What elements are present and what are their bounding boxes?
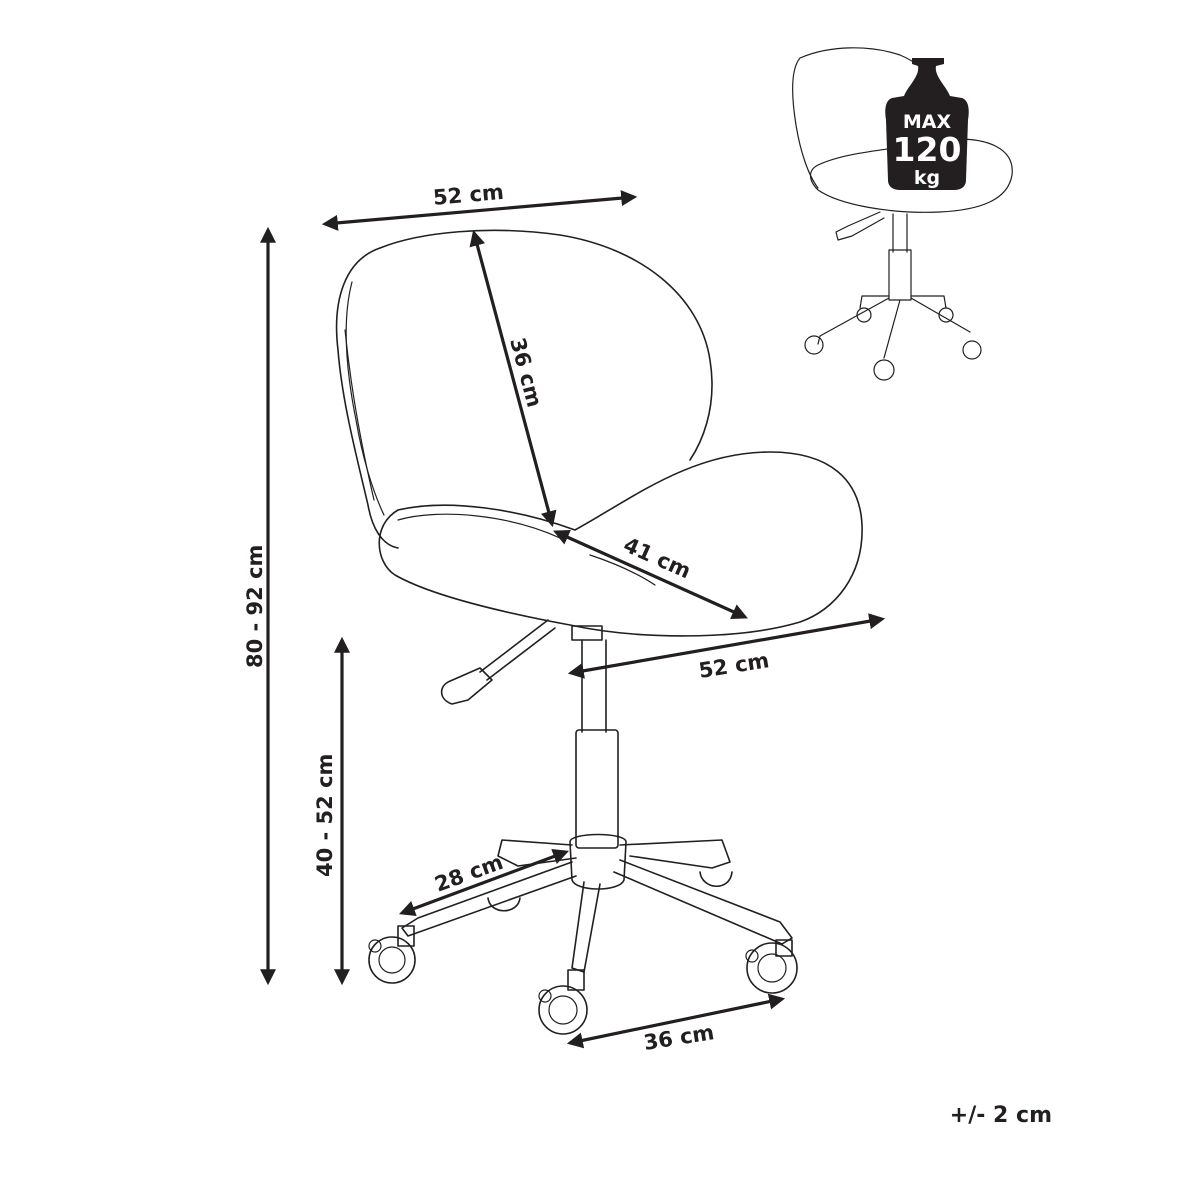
tolerance-note: +/- 2 cm	[950, 1103, 1052, 1128]
label-seat-width: 52 cm	[697, 648, 771, 683]
weight-label-unit: kg	[914, 167, 940, 189]
mini-column	[888, 213, 912, 301]
height-lever	[479, 619, 556, 681]
label-total-height: 80 - 92 cm	[243, 545, 267, 668]
mini-caster-3	[962, 340, 982, 360]
mini-caster-5	[938, 307, 954, 323]
gas-column-lower	[575, 729, 619, 849]
dim-wheel-spacing	[566, 993, 786, 1049]
base-leg-right	[613, 859, 793, 945]
weight-label-max: MAX	[903, 111, 952, 133]
weight-icon	[885, 58, 969, 190]
backrest-inner-edge	[345, 281, 385, 516]
mini-caster-4	[856, 307, 872, 323]
dim-back-height	[469, 229, 557, 528]
dim-seat-depth	[553, 529, 748, 620]
caster-left	[368, 925, 416, 984]
dim-leg-length	[399, 848, 569, 917]
backrest-front	[379, 229, 713, 461]
dim-seat-width	[567, 613, 886, 679]
caster-back-left	[487, 897, 521, 912]
backrest-side	[344, 329, 375, 501]
weight-label-value: 120	[893, 130, 962, 169]
dim-top-width	[321, 190, 638, 231]
label-seat-height: 40 - 52 cm	[313, 754, 337, 877]
backrest-shell	[335, 247, 399, 549]
mini-caster-2	[873, 359, 895, 381]
mini-base	[817, 295, 971, 359]
mini-lever	[835, 211, 885, 241]
lever-handle	[440, 667, 493, 705]
gas-column-upper	[581, 639, 607, 733]
base-hub	[569, 833, 627, 890]
seat-top	[378, 451, 863, 637]
caster-front	[538, 969, 588, 1035]
base-leg-front	[571, 881, 601, 973]
chair-drawing	[335, 229, 863, 1035]
dimension-lines	[260, 190, 886, 1049]
label-top-width: 52 cm	[432, 180, 505, 210]
mini-caster-1	[804, 335, 824, 355]
base-leg-back-right	[619, 839, 731, 869]
weight-capacity-illustration: MAX 120 kg	[792, 47, 1013, 381]
caster-right	[745, 939, 798, 994]
caster-back-right	[699, 871, 733, 887]
